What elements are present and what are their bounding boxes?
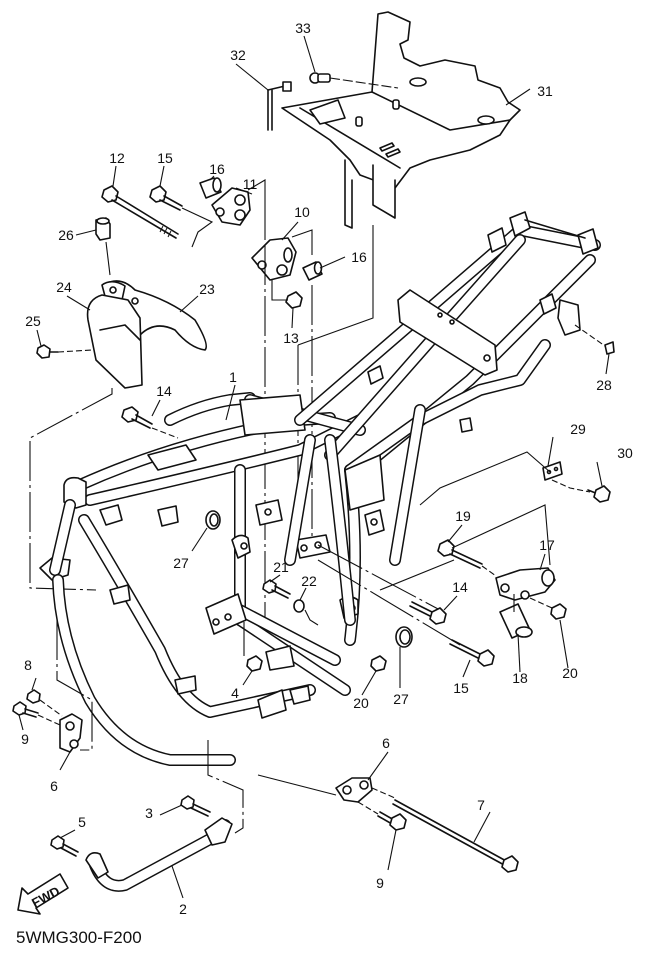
callout-27-right: 27 — [393, 691, 409, 707]
part-5-bolt — [50, 835, 79, 857]
part-11-bracket — [211, 187, 251, 226]
part-21-bolt — [262, 579, 291, 599]
part-20-nut-center — [370, 655, 387, 672]
callout-2: 2 — [179, 901, 187, 917]
part-9-bolt-left — [12, 701, 39, 718]
callout-16-right: 16 — [351, 249, 367, 265]
callout-7: 7 — [477, 797, 485, 813]
part-14-bolt-lower — [409, 601, 447, 625]
callout-14-upper: 14 — [156, 383, 172, 399]
part-24-cover — [86, 294, 143, 389]
callout-1: 1 — [229, 369, 237, 385]
part-19-bolt — [437, 539, 483, 569]
callout-5: 5 — [78, 814, 86, 830]
leader-1 — [225, 384, 236, 421]
callout-18: 18 — [512, 670, 528, 686]
callout-25: 25 — [25, 313, 41, 329]
part-29-plate — [542, 461, 563, 481]
part-16-collar-right — [302, 261, 323, 281]
part-27-cap-left — [205, 510, 221, 530]
part-27-cap-right — [395, 626, 413, 648]
callout-15-lower: 15 — [453, 680, 469, 696]
part-16-collar-left — [199, 177, 222, 199]
callout-3: 3 — [145, 805, 153, 821]
part-31-plate — [281, 11, 521, 229]
callout-4: 4 — [231, 685, 239, 701]
callout-14-lower: 14 — [452, 579, 468, 595]
callout-29: 29 — [570, 421, 586, 437]
callout-6-right: 6 — [382, 735, 390, 751]
part-1-main-frame — [39, 211, 601, 766]
callout-21: 21 — [273, 559, 289, 575]
callout-22: 22 — [301, 573, 317, 589]
callout-24: 24 — [56, 279, 72, 295]
callout-23: 23 — [199, 281, 215, 297]
fwd-label: FWD — [29, 883, 62, 910]
callout-20-right: 20 — [562, 665, 578, 681]
part-20-nut-right — [550, 603, 567, 620]
figure-code: 5WMG300-F200 — [16, 928, 142, 947]
part-13-nut — [285, 291, 303, 309]
part-10-bracket — [251, 237, 297, 281]
callout-33: 33 — [295, 20, 311, 36]
callout-31: 31 — [537, 83, 553, 99]
callout-15-upper: 15 — [157, 150, 173, 166]
part-8-nut — [26, 689, 41, 704]
callout-26: 26 — [58, 227, 74, 243]
part-26-grommet — [95, 217, 111, 241]
part-6-bracket-right — [335, 777, 373, 803]
callout-30: 30 — [617, 445, 633, 461]
part-25-screw — [36, 344, 93, 359]
part-14-bolt-upper — [121, 406, 179, 439]
fwd-arrow-icon: FWD — [17, 873, 69, 915]
part-15-bolt-lower — [449, 639, 495, 667]
callout-8: 8 — [24, 657, 32, 673]
callout-19: 19 — [455, 508, 471, 524]
callout-32: 32 — [230, 47, 246, 63]
part-28-cap — [604, 341, 615, 355]
callout-27-left: 27 — [173, 555, 189, 571]
callouts: 32 33 31 12 15 16 11 10 16 13 26 24 23 2… — [21, 20, 633, 917]
part-4-nut — [246, 655, 263, 672]
callout-20-center: 20 — [353, 695, 369, 711]
callout-9-left: 9 — [21, 731, 29, 747]
callout-6-left: 6 — [50, 778, 58, 794]
callout-12: 12 — [109, 150, 125, 166]
callout-11: 11 — [243, 176, 258, 192]
callout-17: 17 — [539, 537, 555, 553]
part-7-long-bolt — [392, 799, 519, 873]
part-12-through-bolt — [101, 185, 179, 239]
callout-16-left: 16 — [209, 161, 225, 177]
part-3-bolt — [180, 795, 211, 817]
callout-leaders — [18, 35, 610, 899]
part-9-bolt-right — [377, 811, 407, 831]
part-22-washer — [293, 599, 305, 613]
part-33-bolt — [309, 72, 399, 89]
part-17-bracket — [495, 567, 556, 601]
part-32-hook-bolt — [267, 81, 292, 131]
callout-10: 10 — [294, 204, 310, 220]
part-18-collar — [499, 603, 533, 639]
part-2-down-tube — [85, 817, 233, 892]
callout-9-right: 9 — [376, 875, 384, 891]
part-15-bolt-upper — [149, 185, 183, 211]
part-30-bolt — [587, 485, 611, 503]
callout-28: 28 — [596, 377, 612, 393]
part-6-bracket-left — [59, 713, 83, 753]
callout-13: 13 — [283, 330, 299, 346]
